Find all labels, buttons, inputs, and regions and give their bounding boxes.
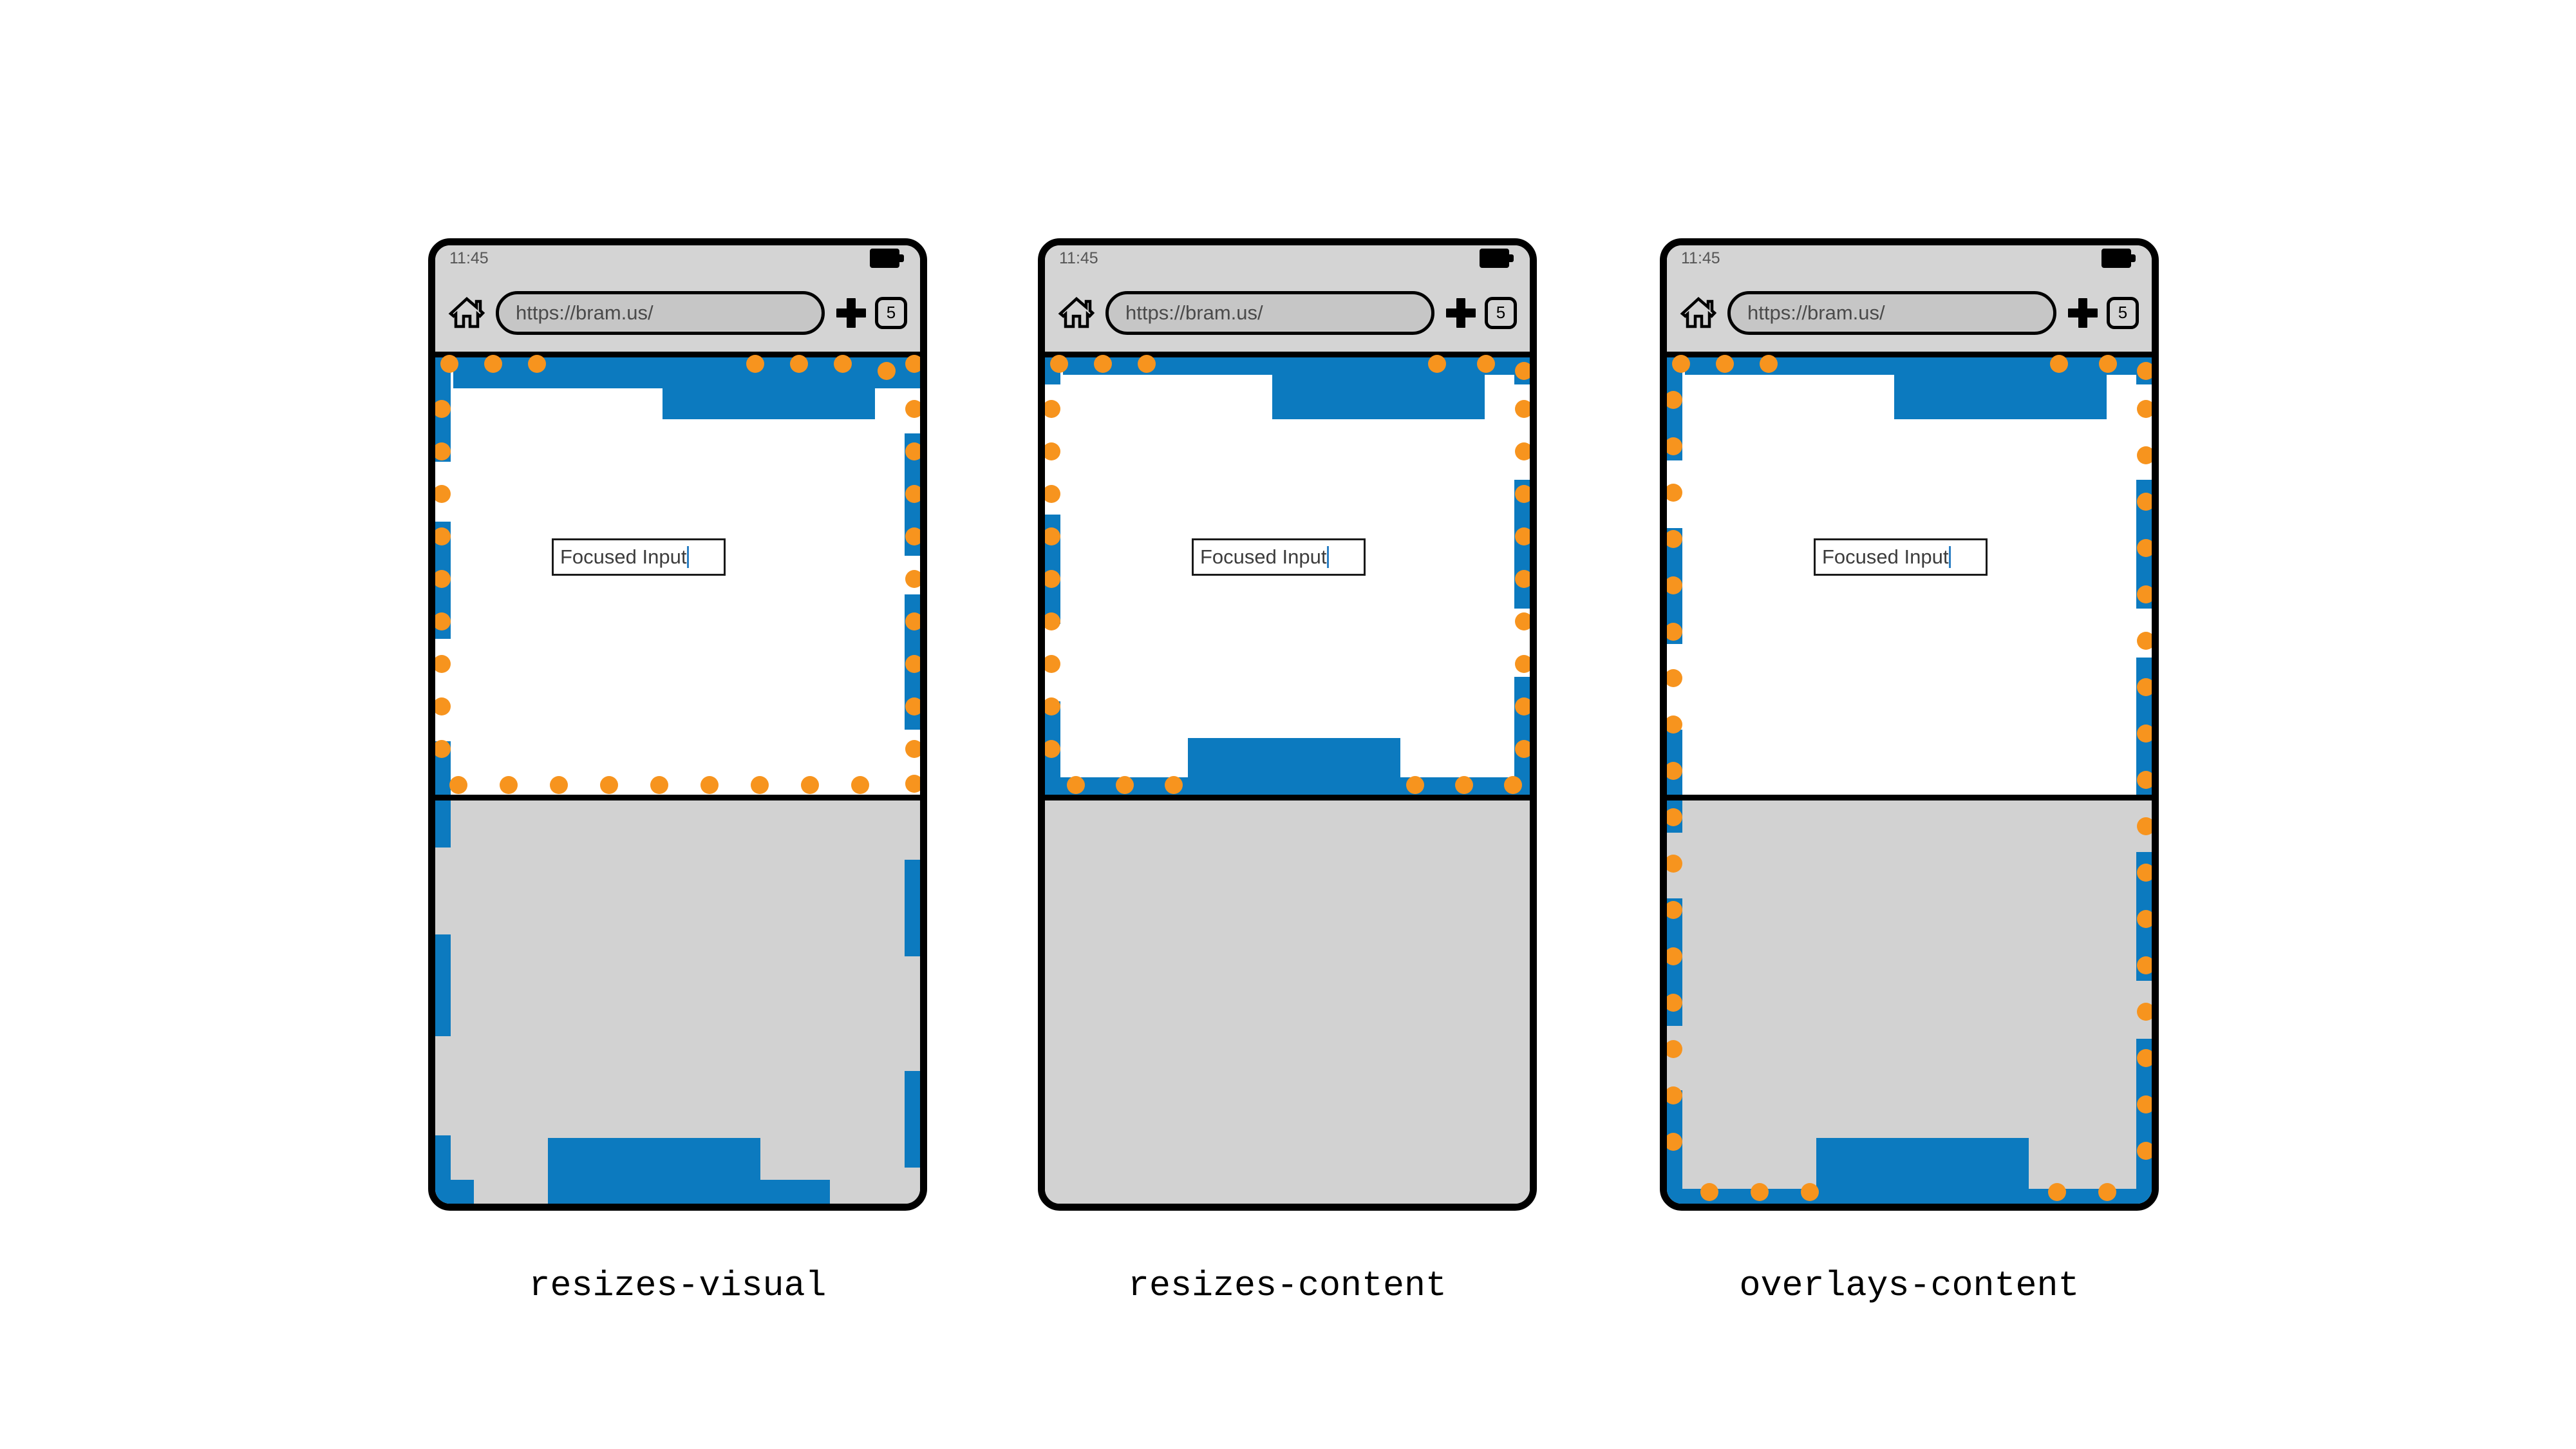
layout-viewport-marker-right-2 bbox=[1514, 480, 1530, 609]
layout-viewport-marker-kb-right-1 bbox=[905, 860, 920, 956]
battery-full-icon bbox=[1480, 249, 1516, 268]
status-bar: 11:45 bbox=[1045, 245, 1530, 274]
url-input[interactable]: https://bram.us/ bbox=[496, 290, 825, 335]
layout-viewport-marker-kb-left-1 bbox=[435, 800, 451, 848]
focused-input[interactable]: Focused Input bbox=[1814, 538, 1988, 576]
layout-viewport-marker-kb-bottom bbox=[548, 1138, 760, 1204]
status-clock: 11:45 bbox=[1681, 249, 1720, 267]
layout-viewport-marker-left-3 bbox=[435, 741, 451, 795]
plus-icon[interactable] bbox=[1446, 298, 1476, 328]
layout-viewport-marker-left-3 bbox=[1667, 730, 1682, 795]
caption-resizes-content: resizes-content bbox=[1127, 1265, 1447, 1306]
layout-viewport-marker-left-1 bbox=[435, 357, 451, 462]
focused-input[interactable]: Focused Input bbox=[1192, 538, 1366, 576]
layout-viewport-marker-kb-right-2 bbox=[2136, 1039, 2152, 1204]
layout-viewport-marker-top-strip bbox=[1685, 357, 1894, 375]
layout-viewport-marker-left-1 bbox=[1045, 357, 1060, 384]
url-text: https://bram.us/ bbox=[1125, 301, 1263, 324]
layout-viewport-marker-bottom-r bbox=[1400, 777, 1530, 795]
phone-frame: 11:45 https://bram.us/ 5 bbox=[428, 238, 927, 1211]
layout-viewport-marker-top-strip bbox=[1063, 357, 1272, 375]
phone-frame: 11:45 https://bram.us/ 5 bbox=[1038, 238, 1537, 1211]
panel-resizes-visual: 11:45 https://bram.us/ 5 bbox=[428, 238, 927, 1211]
layout-viewport-marker-right-3 bbox=[2136, 658, 2152, 795]
battery-full-icon bbox=[870, 249, 906, 268]
layout-viewport-marker-top-block bbox=[1272, 357, 1485, 419]
layout-viewport-marker-kb-right-1 bbox=[2136, 852, 2152, 981]
layout-viewport-marker-kb-right-2 bbox=[905, 1071, 920, 1168]
phone-frame: 11:45 https://bram.us/ 5 bbox=[1660, 238, 2159, 1211]
panel-resizes-content: 11:45 https://bram.us/ 5 bbox=[1038, 238, 1537, 1211]
url-bar-row: https://bram.us/ 5 bbox=[435, 274, 920, 352]
status-bar: 11:45 bbox=[1667, 245, 2152, 274]
layout-viewport-marker-top-right bbox=[875, 357, 920, 388]
browser-chrome: 11:45 https://bram.us/ 5 bbox=[1045, 245, 1530, 357]
status-bar: 11:45 bbox=[435, 245, 920, 274]
page-viewport: Focused Input bbox=[1667, 357, 2152, 795]
url-text: https://bram.us/ bbox=[516, 301, 653, 324]
layout-viewport-marker-kb-left-2 bbox=[1667, 898, 1682, 1026]
page-viewport: Focused Input bbox=[435, 357, 920, 795]
status-clock: 11:45 bbox=[1059, 249, 1098, 267]
url-bar-row: https://bram.us/ 5 bbox=[1667, 274, 2152, 352]
focused-input-value: Focused Input bbox=[1822, 545, 1949, 568]
layout-viewport-marker-left-2 bbox=[435, 522, 451, 639]
page-viewport: Focused Input bbox=[1045, 357, 1530, 795]
status-clock: 11:45 bbox=[449, 249, 489, 267]
layout-viewport-marker-right-1 bbox=[1514, 357, 1530, 384]
layout-viewport-marker-left-1 bbox=[1667, 357, 1682, 460]
browser-chrome: 11:45 https://bram.us/ 5 bbox=[435, 245, 920, 357]
layout-viewport-marker-top-strip bbox=[453, 357, 663, 388]
text-caret bbox=[687, 546, 690, 568]
url-text: https://bram.us/ bbox=[1747, 301, 1885, 324]
browser-chrome: 11:45 https://bram.us/ 5 bbox=[1667, 245, 2152, 357]
plus-icon[interactable] bbox=[836, 298, 866, 328]
layout-viewport-marker-bottom-l bbox=[1045, 777, 1188, 795]
layout-viewport-marker-kb-left-4 bbox=[435, 1180, 474, 1204]
layout-viewport-marker-right-2 bbox=[2136, 480, 2152, 609]
software-keyboard bbox=[435, 795, 920, 1204]
layout-viewport-marker-kb-bottom-r bbox=[2029, 1189, 2152, 1204]
layout-viewport-marker-kb-left-1 bbox=[1667, 800, 1682, 833]
caption-overlays-content: overlays-content bbox=[1739, 1265, 2080, 1306]
text-caret bbox=[1327, 546, 1330, 568]
layout-viewport-marker-bottom bbox=[1188, 738, 1400, 795]
focused-input-value: Focused Input bbox=[1200, 545, 1327, 568]
layout-viewport-marker-kb-bottom2 bbox=[760, 1180, 830, 1204]
url-input[interactable]: https://bram.us/ bbox=[1727, 290, 2056, 335]
layout-viewport-marker-right-1 bbox=[2136, 357, 2152, 384]
layout-viewport-marker-kb-bottom-l bbox=[1667, 1189, 1816, 1204]
plus-icon[interactable] bbox=[2068, 298, 2098, 328]
layout-viewport-marker-kb-left-2 bbox=[435, 934, 451, 1036]
layout-viewport-marker-top-block bbox=[663, 357, 875, 419]
layout-viewport-marker-top-block bbox=[1894, 357, 2107, 419]
home-icon[interactable] bbox=[1680, 294, 1717, 332]
software-keyboard bbox=[1045, 795, 1530, 1204]
layout-viewport-marker-left-2 bbox=[1045, 515, 1060, 624]
tab-count-button[interactable]: 5 bbox=[875, 296, 907, 329]
url-input[interactable]: https://bram.us/ bbox=[1105, 290, 1434, 335]
software-keyboard bbox=[1667, 795, 2152, 1204]
home-icon[interactable] bbox=[448, 294, 485, 332]
focused-input[interactable]: Focused Input bbox=[552, 538, 726, 576]
layout-viewport-marker-right-2 bbox=[905, 594, 920, 730]
url-bar-row: https://bram.us/ 5 bbox=[1045, 274, 1530, 352]
battery-full-icon bbox=[2101, 249, 2138, 268]
layout-viewport-marker-right-3 bbox=[1514, 677, 1530, 795]
focused-input-value: Focused Input bbox=[560, 545, 687, 568]
home-icon[interactable] bbox=[1058, 294, 1095, 332]
caption-resizes-visual: resizes-visual bbox=[529, 1265, 827, 1306]
text-caret bbox=[1949, 546, 1951, 568]
layout-viewport-marker-kb-bottom bbox=[1816, 1138, 2029, 1204]
layout-viewport-marker-left-2 bbox=[1667, 528, 1682, 644]
layout-viewport-marker-right-1 bbox=[905, 433, 920, 556]
tab-count-button[interactable]: 5 bbox=[1485, 296, 1517, 329]
tab-count-button[interactable]: 5 bbox=[2107, 296, 2139, 329]
panel-overlays-content: 11:45 https://bram.us/ 5 bbox=[1660, 238, 2159, 1211]
